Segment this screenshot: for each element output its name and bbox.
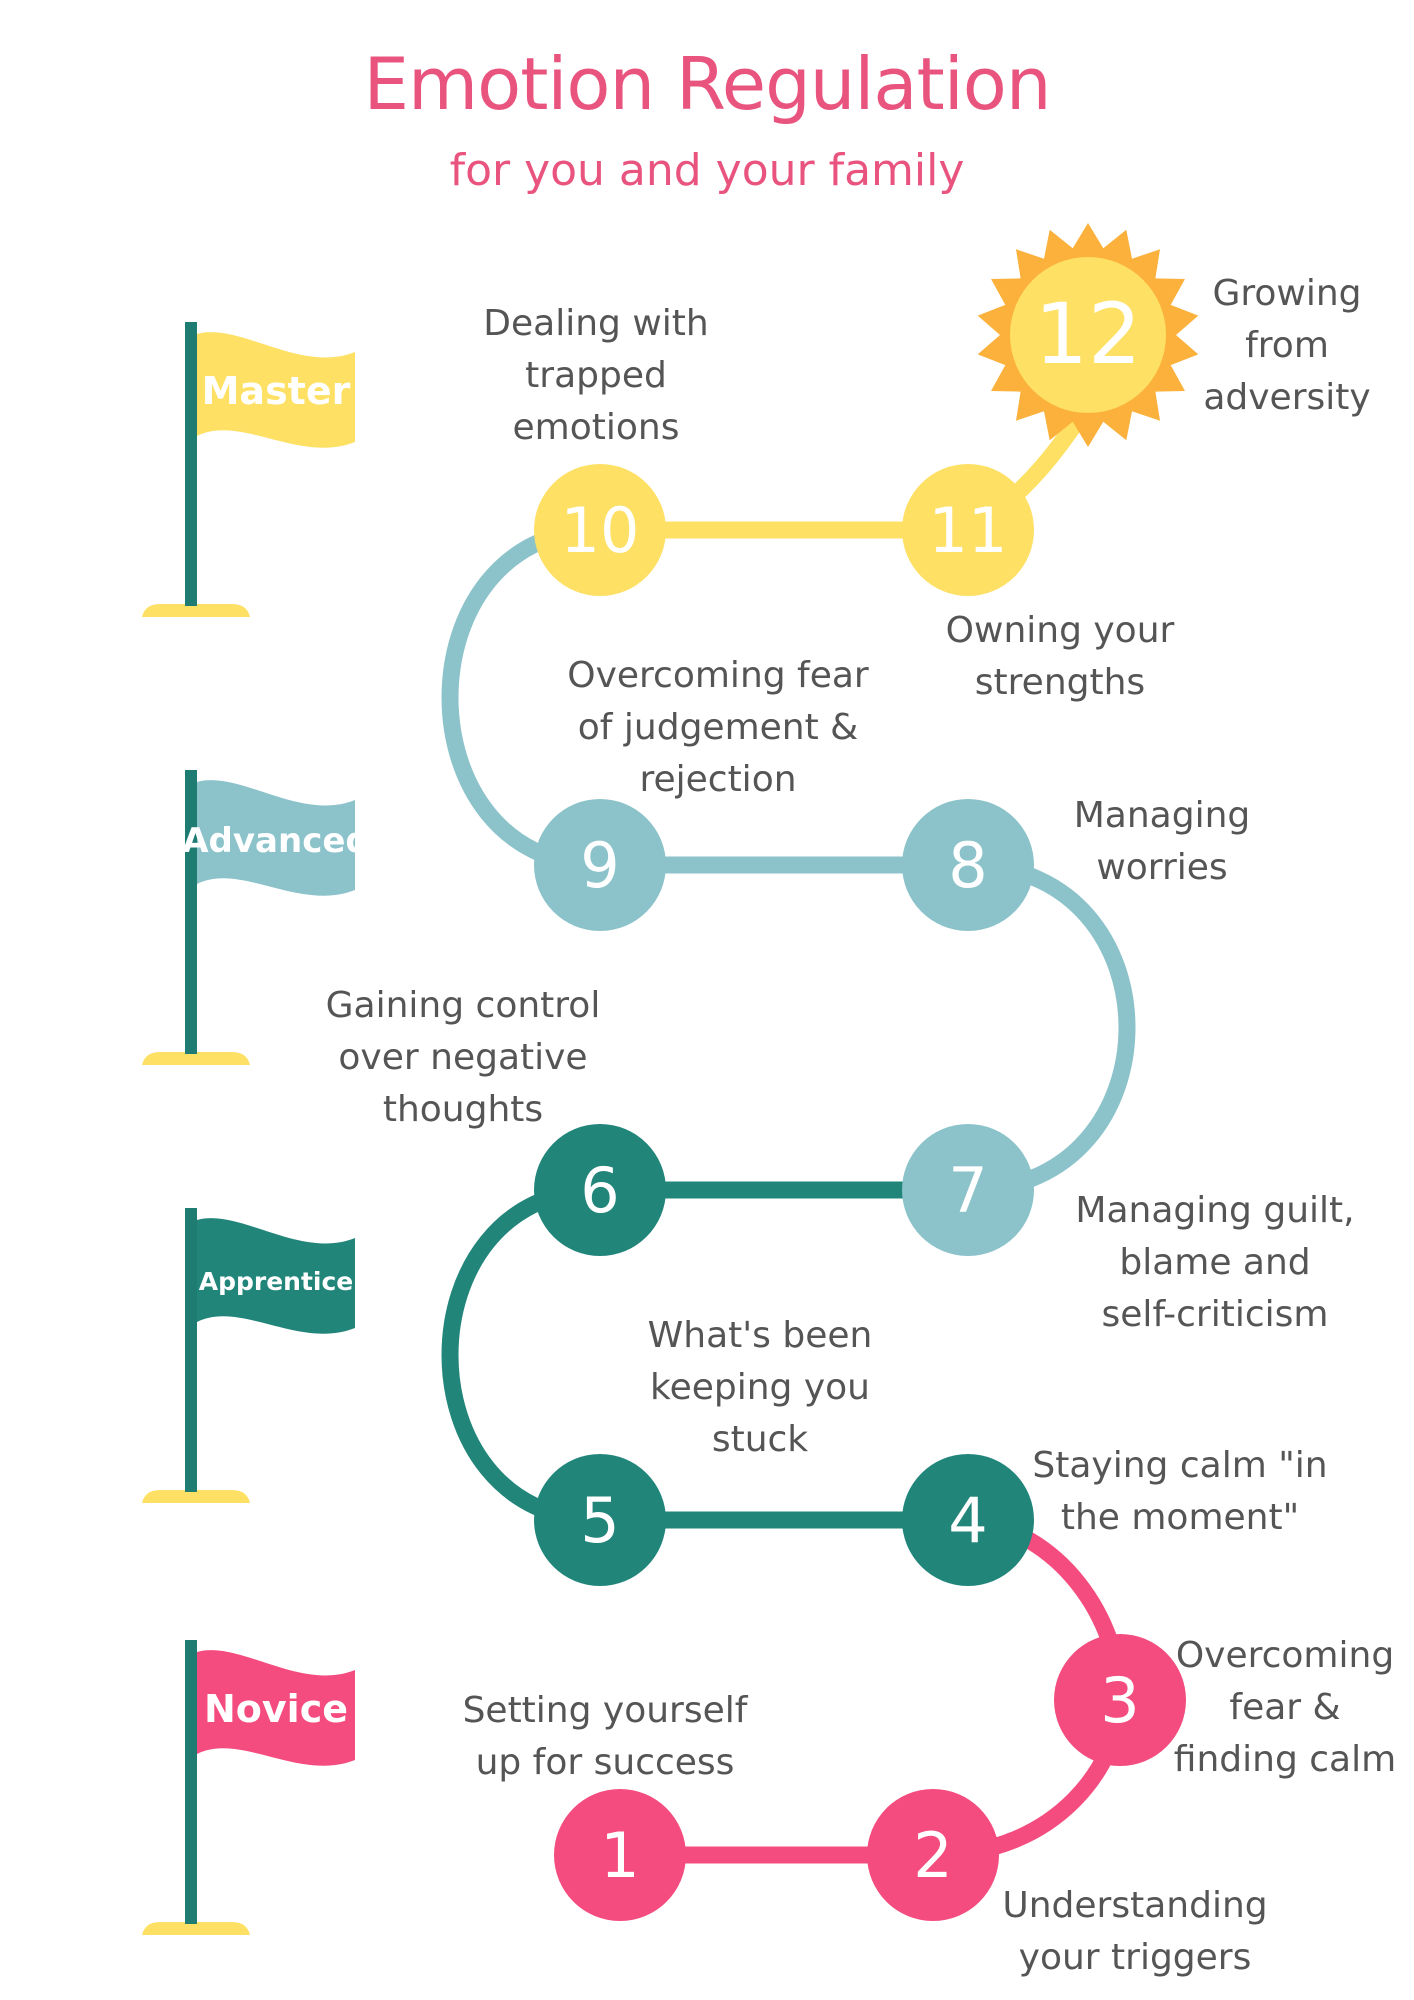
step-2-label: Understanding your triggers	[1002, 1885, 1268, 1978]
flag-pole	[185, 1640, 197, 1924]
step-circle	[534, 799, 666, 931]
flag-advanced: Advanced	[142, 770, 370, 1065]
step-number: 5	[580, 1484, 619, 1557]
step-5: 5	[534, 1454, 666, 1586]
step-number: 1	[600, 1819, 639, 1892]
step-number: 10	[561, 494, 640, 567]
step-1: 1	[554, 1789, 686, 1921]
sun-icon	[977, 223, 1199, 447]
step-circle	[534, 1124, 666, 1256]
step-12-label: Growing from adversity	[1203, 273, 1371, 418]
step-10: 10	[534, 464, 666, 596]
step-11-label: Owning your strengths	[945, 610, 1175, 703]
flag-base	[142, 1490, 250, 1503]
step-circle	[1054, 1634, 1186, 1766]
step-circle	[902, 464, 1034, 596]
step-12: 12	[1035, 285, 1142, 383]
step-number: 4	[948, 1484, 987, 1557]
flag-cloth	[197, 332, 355, 448]
flag-master: Master	[142, 322, 355, 617]
step-circle	[554, 1789, 686, 1921]
step-3-label: Overcoming fear & finding calm	[1173, 1635, 1397, 1780]
step-circle	[534, 1454, 666, 1586]
flag-pole	[185, 770, 197, 1054]
connector-9-10	[441, 521, 609, 874]
connector-7-8	[959, 856, 1136, 1199]
step-5-label: What's been keeping you stuck	[647, 1315, 873, 1460]
step-4: 4	[902, 1454, 1034, 1586]
step-8: 8	[902, 799, 1034, 931]
step-circle	[534, 464, 666, 596]
step-number: 12	[1035, 285, 1142, 383]
step-6: 6	[534, 1124, 666, 1256]
step-1-label: Setting yourself up for success	[462, 1690, 748, 1783]
flag-cloth	[197, 780, 355, 896]
step-3: 3	[1054, 1634, 1186, 1766]
step-number: 7	[948, 1154, 987, 1227]
flag-label: Novice	[204, 1687, 348, 1731]
step-11: 11	[902, 464, 1034, 596]
step-6-label: Gaining control over negative thoughts	[325, 985, 601, 1130]
connector-5-6	[441, 1181, 609, 1529]
step-9-label: Overcoming fear of judgement & rejection	[567, 655, 869, 800]
flag-label: Master	[202, 369, 351, 413]
step-number: 6	[580, 1154, 619, 1227]
step-10-label: Dealing with trapped emotions	[483, 303, 709, 448]
step-number: 8	[948, 829, 987, 902]
flag-base	[142, 1922, 250, 1935]
flag-pole	[185, 322, 197, 606]
page-title: Emotion Regulation	[363, 42, 1052, 126]
step-number: 11	[929, 494, 1008, 567]
flag-label: Apprentice	[199, 1267, 354, 1296]
page-subtitle: for you and your family	[449, 145, 965, 196]
flag-pole	[185, 1208, 197, 1492]
flag-novice: Novice	[142, 1640, 355, 1935]
step-2: 2	[867, 1789, 999, 1921]
step-number: 9	[580, 829, 619, 902]
step-circle	[902, 799, 1034, 931]
flag-base	[142, 1052, 250, 1065]
step-8-label: Managing worries	[1073, 795, 1251, 888]
step-7-label: Managing guilt, blame and self-criticism	[1075, 1190, 1355, 1335]
step-circle	[902, 1124, 1034, 1256]
flag-apprentice: Apprentice	[142, 1208, 355, 1503]
step-number: 3	[1100, 1664, 1139, 1737]
flag-cloth	[197, 1650, 355, 1766]
step-circle	[902, 1454, 1034, 1586]
flag-base	[142, 604, 250, 617]
step-9: 9	[534, 799, 666, 931]
step-circle	[867, 1789, 999, 1921]
flag-cloth	[197, 1218, 355, 1334]
step-7: 7	[902, 1124, 1034, 1256]
step-number: 2	[913, 1819, 952, 1892]
flag-label: Advanced	[182, 821, 370, 861]
step-4-label: Staying calm "in the moment"	[1032, 1445, 1328, 1538]
